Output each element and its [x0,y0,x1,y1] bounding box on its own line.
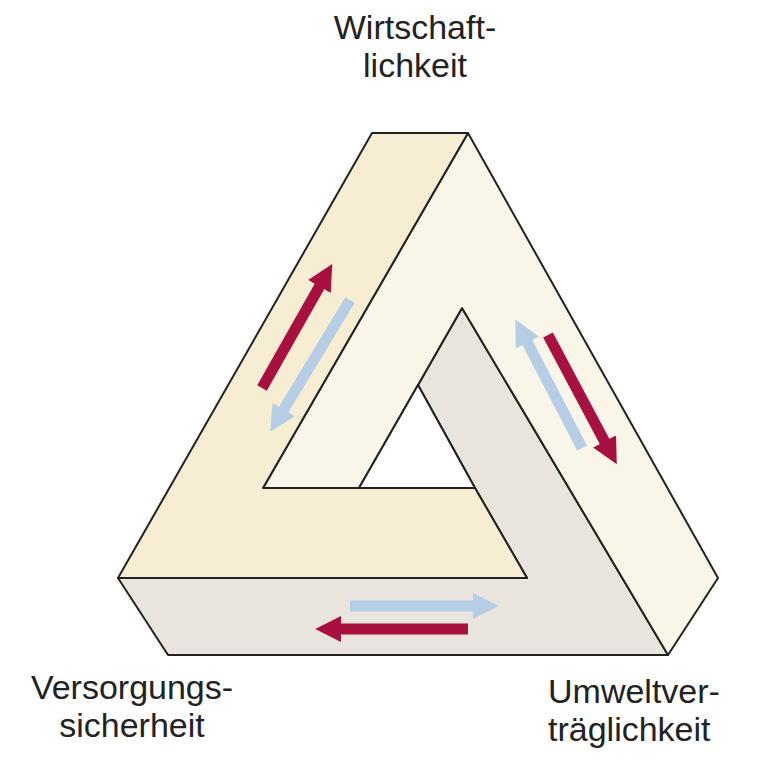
red-arrow [262,282,322,388]
corner-label: Wirtschaft- lichkeit [310,8,520,84]
blue-arrow [281,300,350,414]
red-arrow [336,624,468,635]
left-face [118,133,527,578]
red-arrow [548,335,607,446]
hole [359,385,475,488]
corner-label: Versorgungs- sicherheit [12,668,252,744]
blue-arrow [350,601,478,612]
corner-label: Umweltver- träglichkeit [548,672,758,748]
